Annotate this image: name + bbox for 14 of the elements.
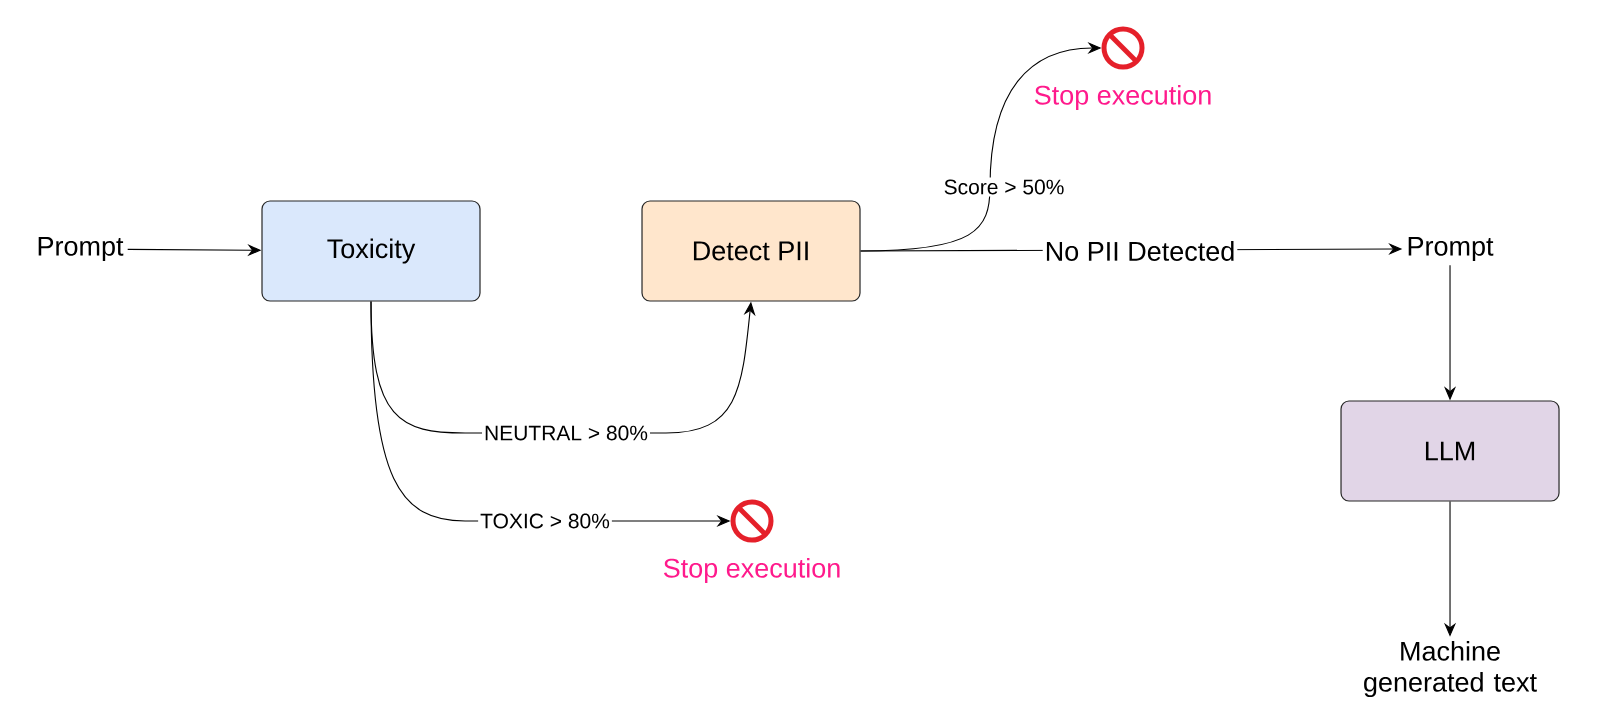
- stop-icon: [1101, 26, 1145, 70]
- caption-text: Stop execution: [663, 557, 840, 584]
- text-label: Machine generated text: [1364, 640, 1537, 698]
- edge-label: Score > 50%: [941, 177, 1067, 197]
- edge-label: No PII Detected: [1042, 239, 1238, 263]
- text-label: Prompt: [1408, 236, 1494, 262]
- stop-icon: [730, 499, 774, 543]
- process-box: Detect PII: [641, 200, 861, 302]
- process-box: LLM: [1340, 400, 1560, 502]
- text-label: Prompt: [38, 236, 124, 262]
- edge-label: NEUTRAL > 80%: [482, 423, 650, 443]
- edge-label: TOXIC > 80%: [478, 511, 612, 531]
- caption-text: Stop execution: [1034, 84, 1211, 111]
- process-box: Toxicity: [261, 200, 481, 302]
